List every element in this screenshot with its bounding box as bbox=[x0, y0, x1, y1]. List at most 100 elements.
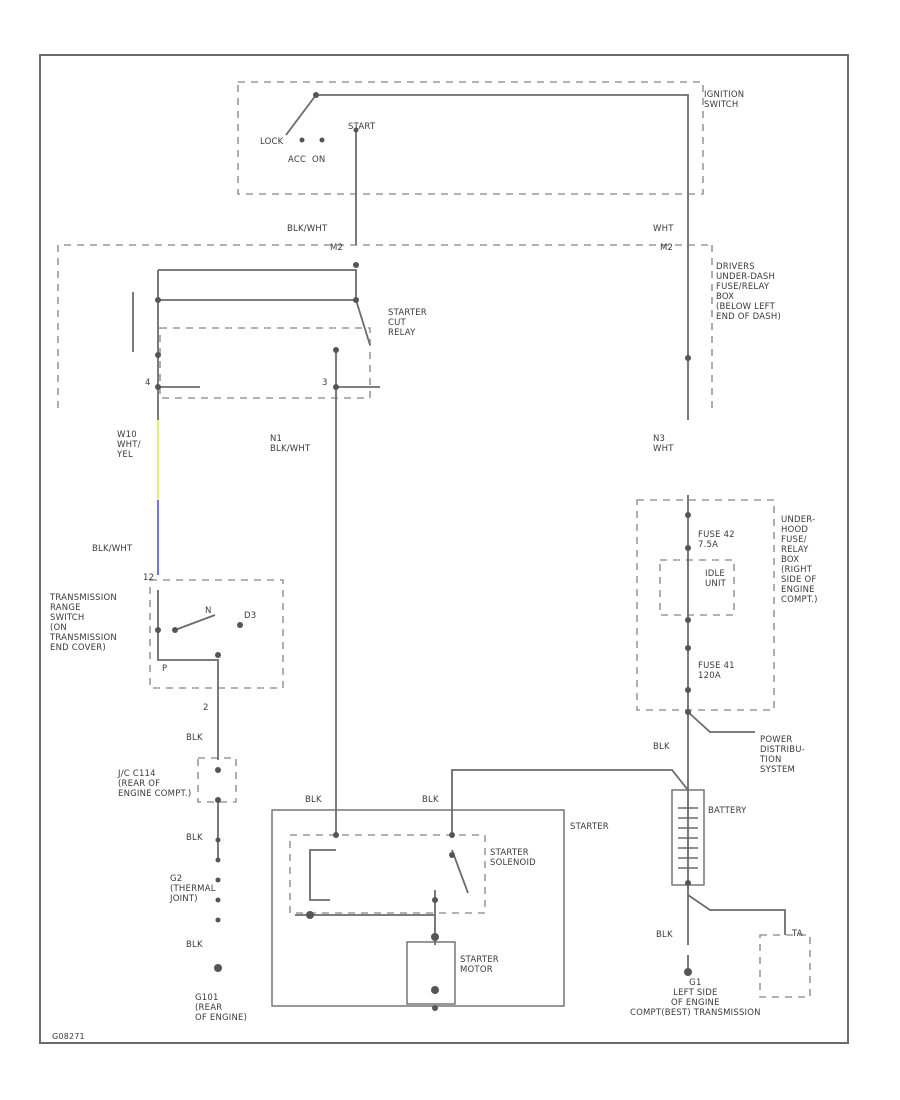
ignition-switch-arm bbox=[285, 94, 317, 136]
ground-g101 bbox=[214, 964, 222, 972]
node bbox=[155, 384, 161, 390]
trans-pos-n: N bbox=[205, 606, 212, 616]
underhood-box-label: UNDER- HOOD FUSE/ RELAY BOX (RIGHT SIDE … bbox=[781, 515, 818, 605]
node bbox=[431, 986, 439, 994]
starter-motor-box bbox=[406, 941, 456, 1005]
node bbox=[685, 355, 691, 361]
wire-blk-starter-left: BLK bbox=[305, 795, 322, 805]
node bbox=[353, 262, 359, 268]
thermal-joint-label: G2 (THERMAL JOINT) bbox=[170, 874, 216, 904]
trans-pos-p: P bbox=[162, 664, 168, 674]
starter-cut-relay-inner-box bbox=[159, 327, 371, 399]
wire-blk-wht-left: BLK/WHT bbox=[92, 544, 133, 554]
jc-box bbox=[197, 757, 237, 803]
node bbox=[685, 617, 691, 623]
node bbox=[353, 127, 359, 133]
node bbox=[685, 545, 691, 551]
node bbox=[313, 92, 319, 98]
wire-blk-2: BLK bbox=[186, 833, 203, 843]
node bbox=[333, 347, 339, 353]
wire-n1-blk-wht: N1 BLK/WHT bbox=[270, 434, 311, 454]
node bbox=[172, 627, 178, 633]
node bbox=[155, 352, 161, 358]
relay-coil-left bbox=[158, 269, 357, 300]
node bbox=[685, 512, 691, 518]
wire-blk-wht-top: BLK/WHT bbox=[287, 224, 328, 234]
node bbox=[333, 832, 339, 838]
wire-blk-3: BLK bbox=[186, 940, 203, 950]
connector-m2-b: M2 bbox=[660, 243, 674, 253]
node bbox=[685, 687, 691, 693]
node bbox=[215, 857, 221, 863]
node bbox=[432, 897, 438, 903]
trans-switch-arm bbox=[174, 614, 216, 631]
relay-switch-arm bbox=[355, 299, 371, 346]
ignition-acc-on-label: ACC ON bbox=[288, 155, 326, 165]
starter-solenoid-label: STARTER SOLENOID bbox=[490, 848, 536, 868]
node bbox=[215, 917, 221, 923]
driver-fuse-box-outline bbox=[57, 244, 713, 408]
node bbox=[155, 297, 161, 303]
node bbox=[215, 797, 221, 803]
wire-blk-starter-right: BLK bbox=[422, 795, 439, 805]
wire-wht-yel: W10 WHT/ YEL bbox=[117, 430, 141, 460]
power-dist-branch bbox=[687, 711, 755, 733]
trans-switch-feed bbox=[157, 590, 219, 690]
wire-blk-right: BLK bbox=[653, 742, 670, 752]
ignition-start-label: START bbox=[348, 122, 376, 132]
battery-label: BATTERY bbox=[708, 806, 747, 816]
neg-to-ta bbox=[687, 894, 786, 935]
connector-pin-12: 12 bbox=[143, 573, 155, 583]
ignition-top-wire bbox=[316, 94, 689, 190]
node bbox=[353, 297, 359, 303]
transmission-range-switch-label: TRANSMISSION RANGE SWITCH (ON TRANSMISSI… bbox=[50, 593, 117, 653]
starter-label: STARTER bbox=[570, 822, 609, 832]
starter-motor-label: STARTER MOTOR bbox=[460, 955, 499, 975]
node bbox=[449, 832, 455, 838]
node bbox=[215, 767, 221, 773]
node bbox=[215, 837, 221, 843]
ground-ref-box bbox=[759, 934, 811, 998]
g101-label: G101 (REAR OF ENGINE) bbox=[195, 993, 248, 1023]
battery-to-solenoid bbox=[451, 769, 689, 835]
node bbox=[215, 652, 221, 658]
trans-pos-d: D3 bbox=[244, 611, 257, 621]
footer-code: G08271 bbox=[52, 1032, 85, 1041]
starter-box bbox=[271, 809, 565, 1007]
node bbox=[237, 622, 243, 628]
ground-ref-ta: TA bbox=[792, 929, 803, 939]
starter-solenoid-box bbox=[289, 834, 486, 914]
node bbox=[215, 877, 221, 883]
node bbox=[215, 897, 221, 903]
fuse-42-label: FUSE 42 7.5A bbox=[698, 530, 735, 550]
connector-pin-2: 2 bbox=[203, 703, 209, 713]
starter-cut-relay-label: STARTER CUT RELAY bbox=[388, 308, 427, 338]
connector-pin-3: 3 bbox=[322, 378, 328, 388]
ignition-lock-label: LOCK bbox=[260, 137, 284, 147]
node bbox=[431, 933, 439, 941]
connector-pin-4: 4 bbox=[145, 378, 151, 388]
node bbox=[449, 852, 455, 858]
node bbox=[685, 645, 691, 651]
underhood-fuse-box bbox=[636, 499, 775, 711]
driver-fuse-box-label: DRIVERS UNDER-DASH FUSE/RELAY BOX (BELOW… bbox=[716, 262, 781, 322]
node bbox=[685, 880, 691, 886]
ground-g1 bbox=[684, 968, 692, 976]
diagram-frame bbox=[39, 54, 849, 1044]
node bbox=[306, 911, 314, 919]
wire-blk-battery: BLK bbox=[656, 930, 673, 940]
node bbox=[299, 137, 305, 143]
ignition-switch-label: IGNITION SWITCH bbox=[704, 90, 745, 110]
node bbox=[333, 384, 339, 390]
power-distribution-label: POWER DISTRIBU- TION SYSTEM bbox=[760, 735, 805, 775]
node bbox=[319, 137, 325, 143]
wire-wht-top: WHT bbox=[653, 224, 674, 234]
fuse-41-label: FUSE 41 120A bbox=[698, 661, 735, 681]
wire-n3-wht: N3 WHT bbox=[653, 434, 674, 454]
ground-g1-label: G1 LEFT SIDE OF ENGINE COMPT(BEST) TRANS… bbox=[630, 978, 761, 1018]
node bbox=[432, 1005, 438, 1011]
idle-unit-label: IDLE UNIT bbox=[705, 569, 727, 589]
node bbox=[685, 709, 691, 715]
ignition-switch-box bbox=[237, 81, 704, 195]
